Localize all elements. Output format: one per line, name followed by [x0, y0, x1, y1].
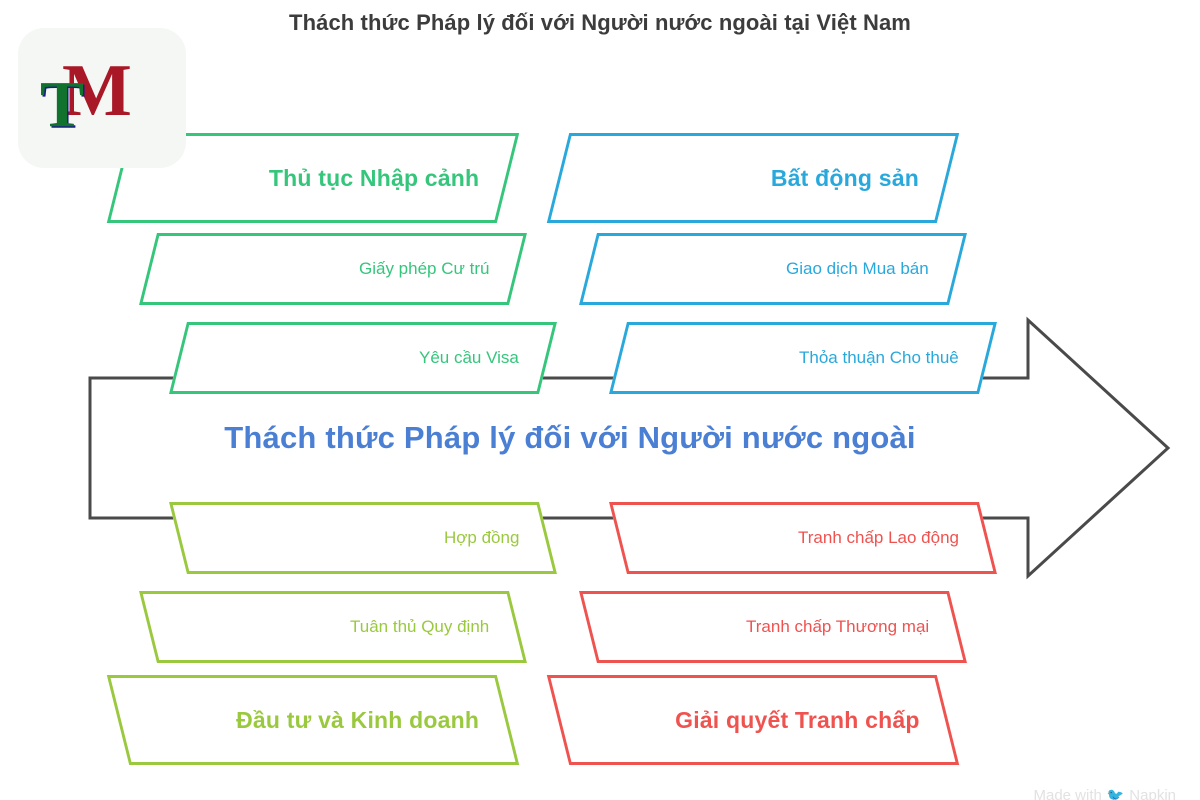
node-label: Tranh chấp Lao động [798, 528, 959, 547]
node-label: Bất động sản [770, 164, 919, 191]
node-investment-0[interactable]: Hợp đồng [169, 502, 557, 574]
node-real-estate-2[interactable]: Thỏa thuận Cho thuê [609, 322, 997, 394]
logo-letter-t: T [40, 68, 85, 141]
center-headline: Thách thức Pháp lý đối với Người nước ng… [224, 420, 916, 455]
node-label: Đầu tư và Kinh doanh [236, 706, 479, 733]
node-real-estate-1[interactable]: Giao dịch Mua bán [579, 233, 967, 305]
tm-logo: M T [18, 28, 186, 168]
watermark-prefix: Made with [1033, 787, 1102, 800]
node-label: Yêu cầu Visa [419, 348, 519, 367]
watermark: Made with 🐦 Napkin [1033, 787, 1176, 800]
node-investment-1[interactable]: Tuân thủ Quy định [139, 591, 527, 663]
tail-bracket [88, 376, 205, 520]
node-label: Tranh chấp Thương mại [745, 617, 929, 636]
node-label: Giấy phép Cư trú [358, 259, 489, 278]
node-real-estate-0[interactable]: Bất động sản [546, 133, 960, 223]
node-immigration-1[interactable]: Giấy phép Cư trú [139, 233, 527, 305]
logo-tile-background [18, 28, 186, 168]
bird-icon: 🐦 [1106, 787, 1125, 800]
logo-letter-m: M [62, 50, 132, 132]
node-dispute-0[interactable]: Tranh chấp Lao động [609, 502, 997, 574]
page-title: Thách thức Pháp lý đối với Người nước ng… [289, 10, 911, 35]
arrow-head [960, 316, 1171, 580]
node-label: Tuân thủ Quy định [349, 617, 489, 636]
node-label: Hợp đồng [443, 528, 519, 547]
node-investment-2[interactable]: Đầu tư và Kinh doanh [106, 675, 520, 765]
node-label: Thỏa thuận Cho thuê [799, 348, 959, 367]
node-label: Giao dịch Mua bán [786, 259, 929, 278]
node-immigration-2[interactable]: Yêu cầu Visa [169, 322, 557, 394]
node-label: Giải quyết Tranh chấp [674, 706, 919, 733]
watermark-brand: Napkin [1129, 787, 1176, 800]
node-dispute-2[interactable]: Giải quyết Tranh chấp [546, 675, 960, 765]
node-label: Thủ tục Nhập cảnh [268, 164, 479, 191]
node-dispute-1[interactable]: Tranh chấp Thương mại [579, 591, 967, 663]
